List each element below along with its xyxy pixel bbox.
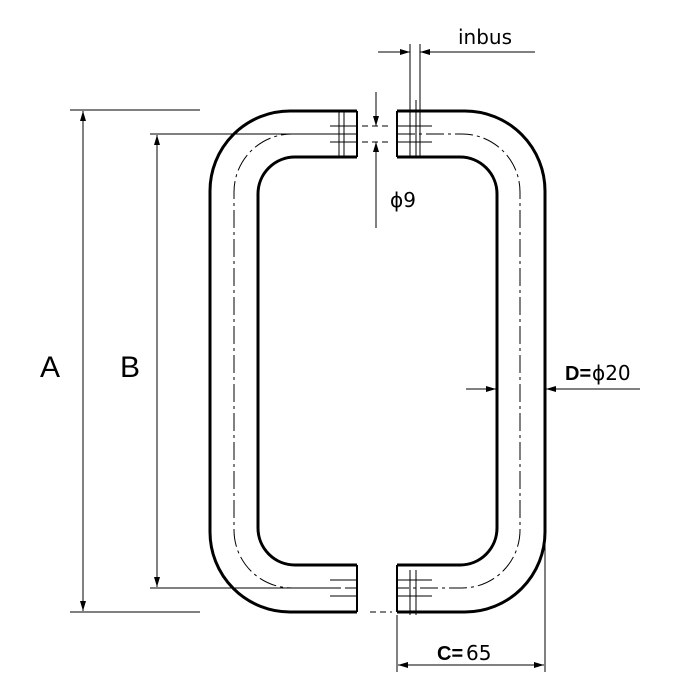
handle-inner-edge-right: [397, 155, 499, 567]
inbus-dim: [378, 44, 535, 100]
dim-d-value: ϕ20: [592, 361, 631, 385]
handle-outer-edge: [208, 109, 357, 614]
handle-outer-edge-right: [397, 109, 547, 614]
center-line: [233, 133, 521, 589]
inbus-label: inbus: [458, 25, 512, 49]
dim-b-label: B: [120, 351, 140, 384]
dim-d-name: D=: [565, 363, 591, 385]
dim-c-name: C=: [437, 643, 463, 665]
hole-diameter-label: ϕ9: [390, 188, 416, 212]
dim-c-value: 65: [466, 641, 491, 665]
dimension-b: [150, 133, 340, 589]
handle-outline: [208, 109, 547, 614]
screw-details: [330, 100, 432, 615]
dim-a-label: A: [40, 351, 60, 384]
dimension-c: [396, 540, 546, 672]
handle-inner-edge: [256, 155, 357, 567]
dimension-a: [70, 109, 200, 613]
